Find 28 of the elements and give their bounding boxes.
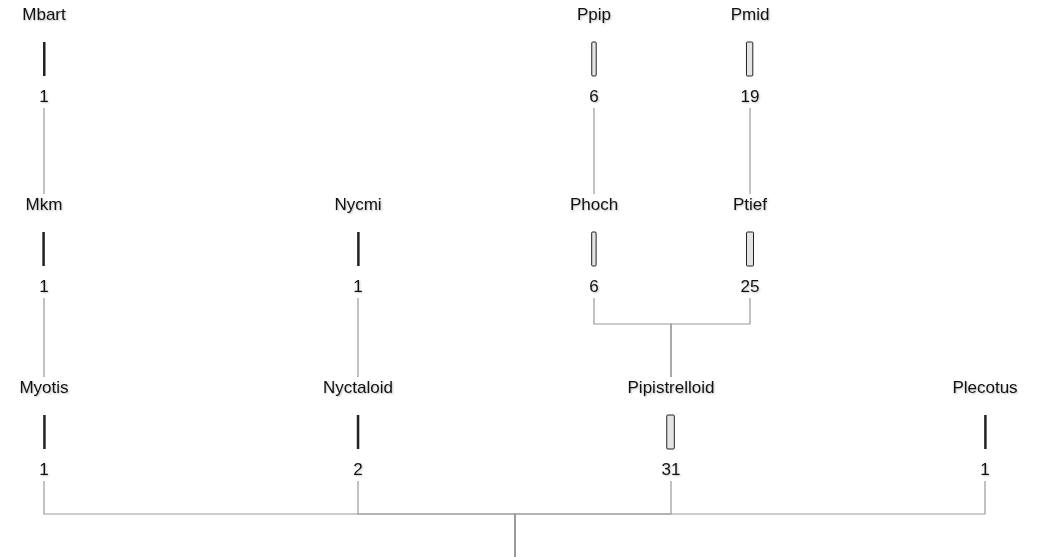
tree-branch (357, 297, 359, 378)
count-value: 1 (353, 276, 363, 298)
taxon-label: Nyctaloid (323, 377, 393, 399)
count-value: 19 (740, 86, 760, 108)
tree-branch (43, 107, 45, 195)
tree-branch (749, 107, 751, 195)
taxon-label: Ptief (733, 194, 767, 216)
count-value: 1 (980, 459, 990, 481)
tree-branch (670, 297, 751, 378)
taxon-label: Pmid (730, 4, 770, 26)
taxon-label: Mkm (25, 194, 63, 216)
tree-branch (593, 107, 595, 195)
taxon-label: Ppip (577, 4, 611, 26)
count-value: 31 (661, 459, 681, 481)
count-value: 2 (353, 459, 363, 481)
count-value: 1 (39, 276, 49, 298)
taxon-label: Plecotus (952, 377, 1018, 399)
count-value: 1 (39, 459, 49, 481)
taxon-label: Phoch (569, 194, 619, 216)
taxon-label: Myotis (19, 377, 69, 399)
count-value: 6 (589, 86, 599, 108)
taxon-label: Pipistrelloid (627, 377, 715, 399)
tree-branch (43, 297, 45, 378)
count-value: 25 (740, 276, 760, 298)
taxon-label: Mbart (22, 4, 66, 26)
taxon-label: Nycmi (334, 194, 382, 216)
count-value: 1 (39, 86, 49, 108)
count-value: 6 (589, 276, 599, 298)
